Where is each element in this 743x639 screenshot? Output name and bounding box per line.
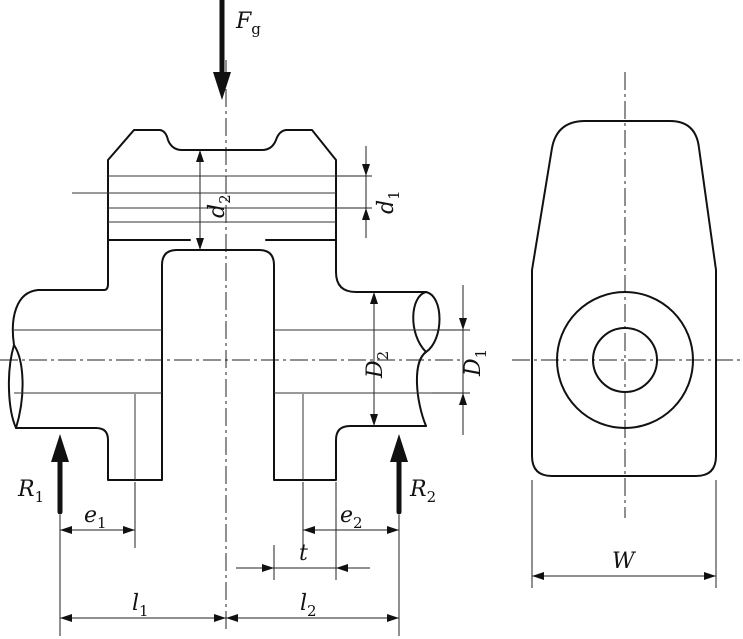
e2-arrow-left [303,526,315,534]
side-outer-contour [531,120,717,477]
front-view [7,129,441,481]
centerlines [0,60,743,630]
label-D2: D2 [363,351,392,379]
label-fg: Fg [235,9,261,38]
d2-arrow-top [196,150,204,162]
l1-arrow-left [60,614,72,622]
r1-arrow-head [51,434,69,462]
side-view [531,120,717,588]
label-e2: e2 [340,503,363,532]
e2-arrow-right [387,526,399,534]
D1-arrow-top [459,318,467,330]
label-e1: e1 [84,503,107,532]
fg-arrow-head [213,72,231,100]
right-shaft-break [412,291,427,353]
l1-arrow-right [214,614,226,622]
label-W: W [612,549,637,574]
l2-arrow-right [387,614,399,622]
left-shaft-end [7,289,39,429]
front-outer-contour [15,129,427,481]
label-t: t [299,541,308,566]
labels: Fg R1 R2 d2 d1 D2 D1 e1 e2 t l1 [17,9,637,620]
d1-arrow-top [362,164,370,176]
t-arrow-right [336,564,348,572]
label-l2: l2 [300,591,317,620]
dimensions-front [59,146,470,636]
side-outer-circle [556,291,694,429]
D2-arrow-bottom [370,414,378,426]
label-l1: l1 [132,591,149,620]
W-arrow-left [532,572,544,580]
d2-arrow-bottom [196,238,204,250]
label-r2: R2 [409,477,436,506]
D2-arrow-top [370,292,378,304]
t-arrow-left [262,564,274,572]
e1-arrow-left [60,526,72,534]
label-d1: d1 [374,190,403,214]
e1-arrow-right [123,526,135,534]
r2-arrow-head [390,434,408,462]
side-inner-circle [592,327,658,393]
left-shaft-break [13,344,24,429]
label-d2: d2 [205,194,234,218]
right-shaft-end [416,291,441,427]
force-arrows [51,0,408,515]
W-arrow-right [704,572,716,580]
l2-arrow-left [226,614,238,622]
label-r1: R1 [17,477,44,506]
D1-arrow-bottom [459,393,467,405]
d1-arrow-bottom [362,208,370,220]
label-D1: D1 [461,349,490,377]
